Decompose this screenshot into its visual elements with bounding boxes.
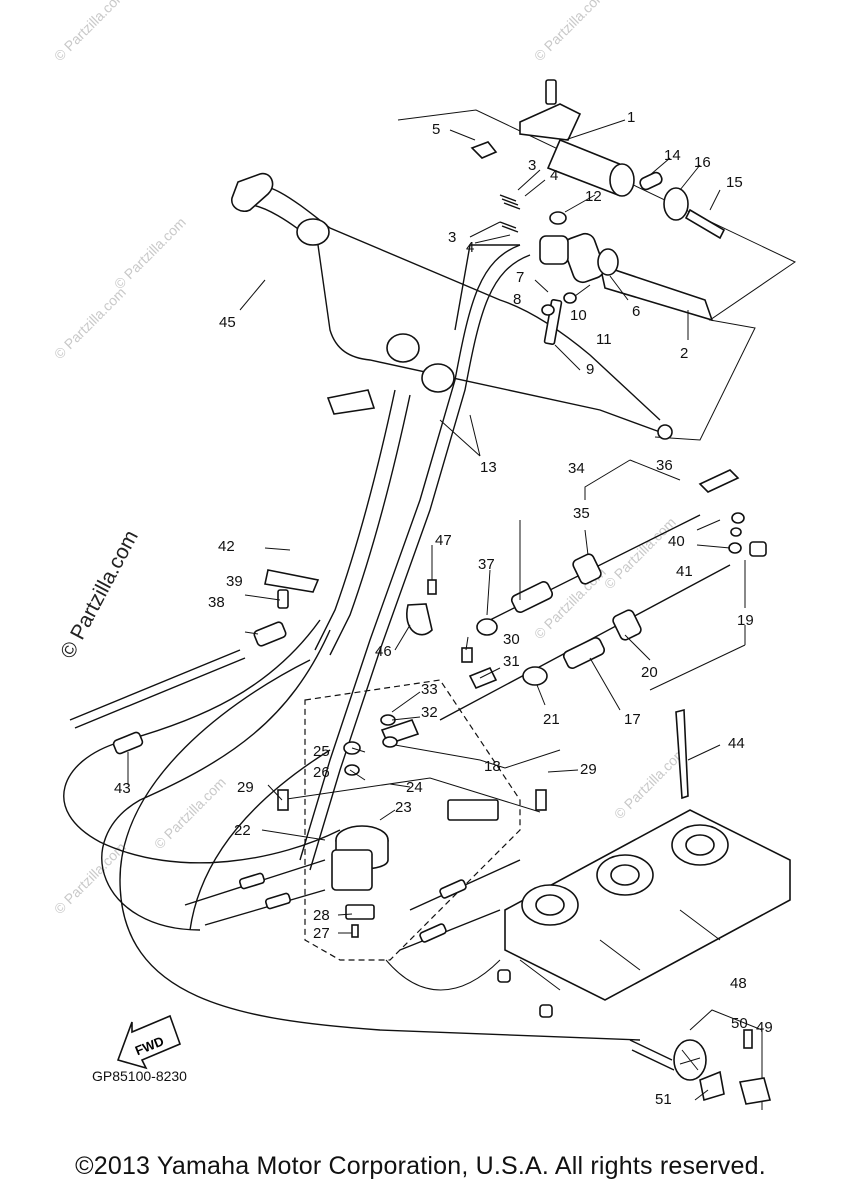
- watermark: © Partzilla.com: [51, 839, 129, 917]
- callout-label: 22: [234, 822, 251, 839]
- leader-lines: [127, 119, 746, 1101]
- callout-label: 12: [585, 188, 602, 205]
- callout-label: 44: [728, 735, 745, 752]
- callout-label: 43: [114, 780, 131, 797]
- watermark-layer: © Partzilla.com © Partzilla.com © Partzi…: [51, 0, 689, 917]
- watermark: © Partzilla.com: [151, 774, 229, 852]
- callout-label: 37: [478, 556, 495, 573]
- callout-label: 4: [466, 239, 474, 256]
- callout-label: 16: [694, 154, 711, 171]
- parts-diagram: © Partzilla.com © Partzilla.com © Partzi…: [51, 0, 797, 1110]
- watermark: © Partzilla.com: [51, 0, 129, 64]
- callout-label: 28: [313, 907, 330, 924]
- callout-label: 25: [313, 743, 330, 760]
- callout-label: 14: [664, 147, 681, 164]
- callout-label: 39: [226, 573, 243, 590]
- callout-label: 50: [731, 1015, 748, 1032]
- callout-label: 42: [218, 538, 235, 555]
- callout-label: 20: [641, 664, 658, 681]
- watermark: © Partzilla.com: [111, 214, 189, 292]
- callout-label: 33: [421, 681, 438, 698]
- callout-label: 15: [726, 174, 743, 191]
- callout-label: 9: [586, 361, 594, 378]
- partzilla-watermark: © Partzilla.com: [56, 527, 143, 663]
- callout-label: 24: [406, 779, 423, 796]
- diagram-code: GP85100-8230: [92, 1068, 187, 1084]
- choke-knob: [629, 1009, 772, 1110]
- callout-label: 4: [550, 167, 558, 184]
- callout-label: 18: [484, 758, 501, 775]
- watermark: © Partzilla.com: [601, 514, 679, 592]
- callout-label: 6: [632, 303, 640, 320]
- callout-label: 3: [448, 229, 456, 246]
- callout-label: 11: [596, 331, 612, 348]
- cable-assembly: [69, 469, 767, 991]
- callout-label: 35: [573, 505, 590, 522]
- callout-label: 31: [503, 653, 520, 670]
- callout-label: 41: [676, 563, 693, 580]
- callout-label: 38: [208, 594, 225, 611]
- watermark: © Partzilla.com: [51, 284, 129, 362]
- callout-label: 21: [543, 711, 560, 728]
- callout-label: 30: [503, 631, 520, 648]
- callout-label: 36: [656, 457, 673, 474]
- callout-label: 19: [737, 612, 754, 629]
- callout-label: 29: [237, 779, 254, 796]
- callout-label: 34: [568, 460, 585, 477]
- callout-label: 29: [580, 761, 597, 778]
- callout-label: 1: [627, 109, 635, 126]
- callout-label: 2: [680, 345, 688, 362]
- callout-label: 27: [313, 925, 330, 942]
- callout-label: 17: [624, 711, 641, 728]
- callout-label: 46: [375, 643, 392, 660]
- callout-labels: 1 2 3 3 4 4 5 6 7 8 9 10 11 12 13 14 15 …: [114, 109, 773, 1108]
- callout-label: 8: [513, 291, 521, 308]
- watermark: © Partzilla.com: [611, 744, 689, 822]
- callout-label: 49: [756, 1019, 773, 1036]
- callout-label: 5: [432, 121, 440, 138]
- callout-label: 10: [570, 307, 587, 324]
- callout-label: 48: [730, 975, 747, 992]
- forward-arrow: FWD: [116, 1014, 182, 1070]
- callout-label: 51: [655, 1091, 672, 1108]
- callout-label: 45: [219, 314, 236, 331]
- callout-label: 3: [528, 157, 536, 174]
- callout-label: 7: [516, 269, 524, 286]
- handlebar-assembly: [63, 79, 797, 1041]
- callout-label: 26: [313, 764, 330, 781]
- callout-label: 40: [668, 533, 685, 550]
- copyright-notice: ©2013 Yamaha Motor Corporation, U.S.A. A…: [75, 1152, 766, 1180]
- callout-label: 13: [480, 459, 497, 476]
- callout-label: 23: [395, 799, 412, 816]
- callout-label: 32: [421, 704, 438, 721]
- carburetor-assembly: [497, 809, 791, 1018]
- callout-label: 47: [435, 532, 452, 549]
- watermark: © Partzilla.com: [531, 0, 609, 64]
